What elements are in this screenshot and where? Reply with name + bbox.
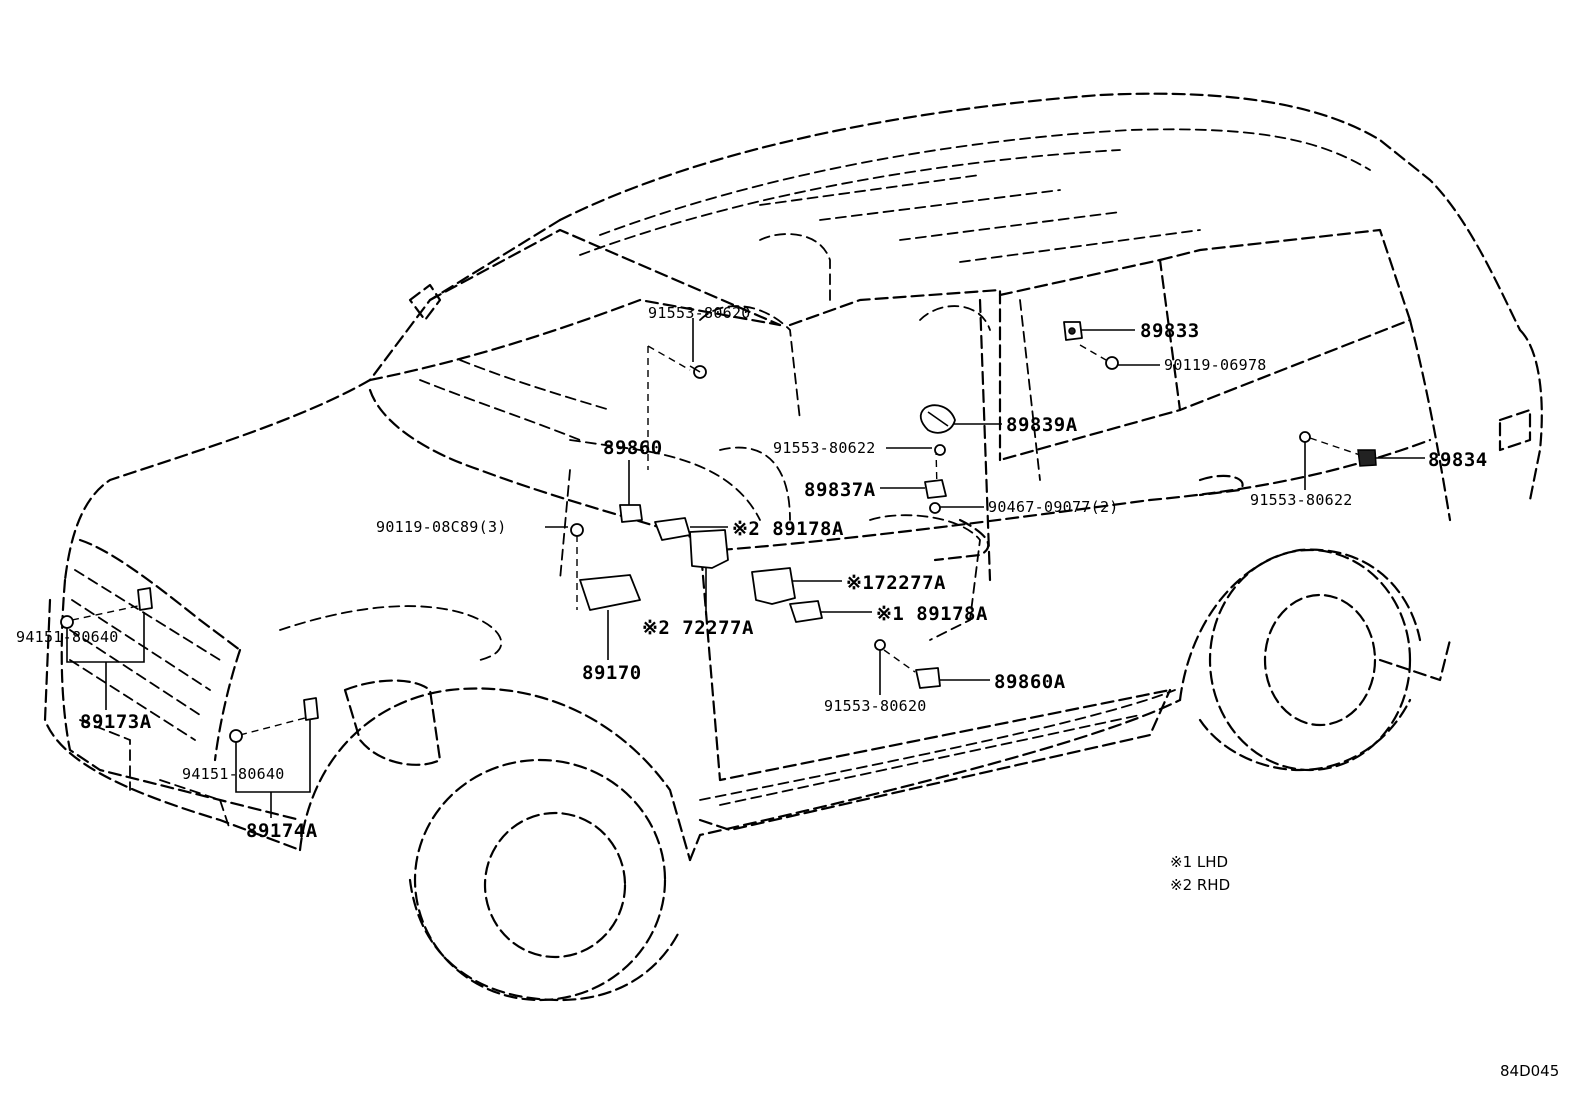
sensor-89178A-rhd-icon [654,517,691,541]
label-89860: 89860 [603,437,663,459]
label-89860A: 89860A [994,671,1066,693]
label-91553-80622-mid: 91553-80622 [773,439,876,457]
label-89174A: 89174A [246,820,318,842]
bolt-91553-80620-top-icon [689,365,707,379]
bracket-72277A-rhd-icon [689,529,729,569]
label-91553-80620-top: 91553-80620 [648,304,751,322]
sensor-89834-icon [1299,431,1377,467]
bolt-90119-08C89-icon [570,523,584,537]
sensor-89833-icon [1063,321,1083,341]
label-89178A-lhd: ※1 89178A [876,603,988,625]
sensor-89837A-icon [924,479,947,499]
sensor-89839A-icon [919,404,956,434]
clip-90467-09077-icon [929,502,941,514]
sensor-89860-icon [619,504,643,523]
label-91553-80620-bottom: 91553-80620 [824,697,927,715]
sensor-89860A-icon [915,667,941,689]
label-94151-80640-left: 94151-80640 [16,628,119,646]
label-72277A-lhd: ※172277A [846,572,946,594]
bracket-72277A-lhd-icon [751,567,796,605]
bolt-90119-06978-icon [1105,356,1119,370]
label-91553-80622-right: 91553-80622 [1250,491,1353,509]
airbag-sensor-89170-icon [579,574,641,611]
bolt-91553-80620-bottom-icon [874,639,886,651]
label-90467-09077: 90467-09077(2) [988,498,1119,516]
sensor-89174A-icon [229,697,319,743]
legend-item-lhd: ※1 LHD [1170,853,1229,871]
label-89839A: 89839A [1006,414,1078,436]
sensor-89178A-lhd-icon [789,600,823,623]
legend-item-rhd: ※2 RHD [1170,876,1231,894]
sensor-89173A-icon [60,587,153,629]
label-89170: 89170 [582,662,642,684]
label-89837A: 89837A [804,479,876,501]
bolt-91553-80622-mid-icon [934,444,946,456]
label-89178A-rhd: ※2 89178A [732,518,844,540]
label-72277A-rhd: ※2 72277A [642,617,754,639]
label-89173A: 89173A [80,711,152,733]
label-90119-08C89: 90119-08C89(3) [376,518,507,536]
label-94151-80640-front: 94151-80640 [182,765,285,783]
label-90119-06978: 90119-06978 [1164,356,1267,374]
diagram-code: 84D045 [1500,1062,1560,1080]
label-89834: 89834 [1428,449,1488,471]
label-89833: 89833 [1140,320,1200,342]
